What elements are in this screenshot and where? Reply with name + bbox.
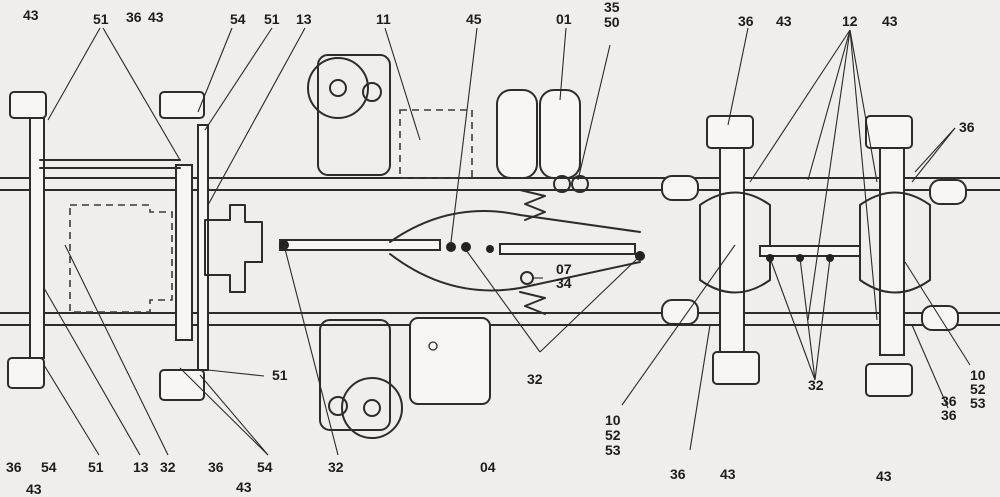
callout-54: 54: [257, 459, 273, 475]
front-cross-members: [29, 117, 209, 371]
callout-43: 43: [23, 7, 39, 23]
callout-07: 07: [556, 261, 572, 277]
center-spring: [519, 189, 546, 315]
callout-35: 35: [604, 0, 620, 15]
callout-36: 36: [738, 13, 754, 29]
callout-36: 36: [6, 459, 22, 475]
callout-43: 43: [882, 13, 898, 29]
air-tanks: [496, 89, 589, 193]
callout-36: 36: [670, 466, 686, 482]
callout-51: 51: [264, 11, 280, 27]
callout-12: 12: [842, 13, 858, 29]
callout-54: 54: [41, 459, 57, 475]
callout-04: 04: [480, 459, 496, 475]
rear-axles: [699, 115, 931, 397]
callout-43: 43: [148, 9, 164, 25]
callout-52: 52: [970, 381, 986, 397]
callout-36: 36: [959, 119, 975, 135]
callout-13: 13: [133, 459, 149, 475]
callout-43: 43: [720, 466, 736, 482]
callout-45: 45: [466, 11, 482, 27]
callout-36: 36: [208, 459, 224, 475]
brake-chambers: [661, 175, 967, 331]
fuel-tank: [409, 317, 491, 405]
frame-rails: [0, 177, 1000, 326]
callout-54: 54: [230, 11, 246, 27]
callout-36: 36: [126, 9, 142, 25]
callout-43: 43: [776, 13, 792, 29]
propeller-shafts: [279, 210, 645, 292]
callout-34: 34: [556, 275, 572, 291]
callout-01: 01: [556, 11, 572, 27]
callout-10: 10: [605, 412, 621, 428]
callout-43: 43: [236, 479, 252, 495]
callout-32: 32: [527, 371, 543, 387]
callout-51: 51: [93, 11, 109, 27]
callout-51: 51: [88, 459, 104, 475]
leader-lines: [43, 27, 971, 456]
callout-36: 36: [941, 407, 957, 423]
callout-32: 32: [808, 377, 824, 393]
callout-32: 32: [160, 459, 176, 475]
engine-outline: [69, 204, 173, 313]
callout-52: 52: [605, 427, 621, 443]
callout-11: 11: [376, 11, 391, 27]
callout-53: 53: [605, 442, 621, 458]
callout-43: 43: [26, 481, 42, 497]
gearbox: [204, 204, 263, 293]
callout-53: 53: [970, 395, 986, 411]
callout-51: 51: [272, 367, 288, 383]
callout-10: 10: [970, 367, 986, 383]
callout-36: 36: [941, 393, 957, 409]
callout-50: 50: [604, 14, 620, 30]
callout-43: 43: [876, 468, 892, 484]
callout-13: 13: [296, 11, 312, 27]
front-wheels: [7, 91, 205, 401]
spare-wheels: [307, 54, 403, 439]
callout-32: 32: [328, 459, 344, 475]
battery-box: [399, 109, 473, 179]
